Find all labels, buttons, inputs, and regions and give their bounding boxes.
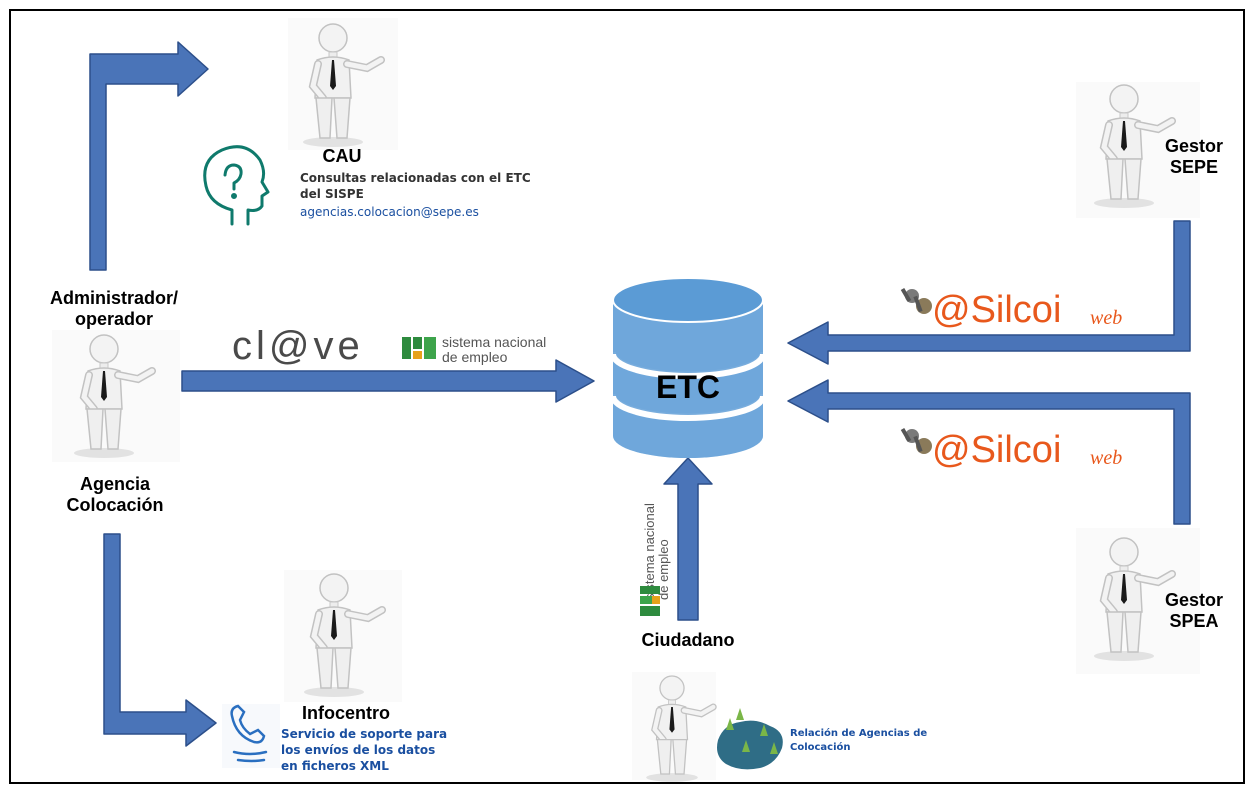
sne-vertical-logo: sistema nacional de empleo xyxy=(640,503,671,616)
arrow-admin-to-cau xyxy=(89,41,209,271)
clave-logo: cl@ve xyxy=(232,324,364,368)
spain-map-icon xyxy=(717,708,783,770)
sne-text-line1: sistema nacional xyxy=(442,334,546,350)
phone-icon xyxy=(222,704,280,768)
silcoi-text-top: @Silcoi xyxy=(932,289,1061,331)
gestor-spea-label: Gestor SPEA xyxy=(1164,590,1224,632)
ciudadano-info[interactable]: Relación de Agencias de Colocación xyxy=(790,727,960,754)
silcoi-text-bottom: @Silcoi xyxy=(932,429,1061,471)
cau-email-link[interactable]: agencias.colocacion@sepe.es xyxy=(300,205,479,220)
silcoi-logo-bottom: @Silcoi web xyxy=(900,427,1122,471)
cau-figure xyxy=(288,18,398,150)
sne-logo: sistema nacional de empleo xyxy=(402,334,546,365)
sne-green-mark xyxy=(402,337,411,359)
cau-label: CAU xyxy=(322,146,362,166)
gestor-sepe-label: Gestor SEPE xyxy=(1164,136,1224,178)
arrow-gestor-spea-to-etc xyxy=(787,379,1191,525)
keys-icon xyxy=(900,427,932,454)
diagram-frame xyxy=(9,9,1245,784)
infocentro-info-line1: Servicio de soporte para xyxy=(281,727,448,741)
silcoi-suffix-bottom: web xyxy=(1090,447,1122,469)
ciudadano-info-line1[interactable]: Relación de Agencias de xyxy=(790,728,928,739)
admin-label: Administrador/ operador xyxy=(49,288,178,330)
infocentro-info-line3: en ficheros XML xyxy=(281,759,389,774)
keys-icon xyxy=(900,287,932,314)
silcoi-suffix-top: web xyxy=(1090,307,1122,329)
ciudadano-label: Ciudadano xyxy=(641,630,735,650)
etc-database: ETC xyxy=(610,277,766,458)
question-head-icon xyxy=(203,145,270,226)
infocentro-figure xyxy=(284,570,402,702)
cau-info: Consultas relacionadas con el ETC del SI… xyxy=(300,170,580,221)
arrow-agency-to-infocentro xyxy=(103,533,217,747)
ciudadano-info-line2[interactable]: Colocación xyxy=(790,741,851,753)
gestor-sepe-figure xyxy=(1076,82,1200,218)
sne-text-line2: de empleo xyxy=(442,349,508,365)
infocentro-info-line2: los envíos de los datos xyxy=(281,743,436,758)
cau-info-line1: Consultas relacionadas con el ETC xyxy=(300,171,531,185)
arrow-gestor-sepe-to-etc xyxy=(787,220,1191,365)
agency-label: Agencia Colocación xyxy=(66,474,164,516)
infocentro-info: Servicio de soporte para los envíos de l… xyxy=(281,726,501,775)
infocentro-label: Infocentro xyxy=(302,703,390,723)
silcoi-logo-top: @Silcoi web xyxy=(900,287,1122,331)
gestor-spea-figure xyxy=(1076,528,1200,674)
arrow-ciudadano-to-etc xyxy=(663,457,713,621)
cau-info-line2: del SISPE xyxy=(300,187,364,202)
sne-vertical-line1: sistema nacional xyxy=(642,503,657,600)
clave-text: cl@ve xyxy=(232,324,364,368)
arrow-agency-to-etc xyxy=(181,359,595,403)
sne-vertical-line2: de empleo xyxy=(656,539,671,600)
etc-label: ETC xyxy=(656,369,720,405)
ciudadano-figure xyxy=(632,672,716,782)
agency-figure xyxy=(52,330,180,462)
